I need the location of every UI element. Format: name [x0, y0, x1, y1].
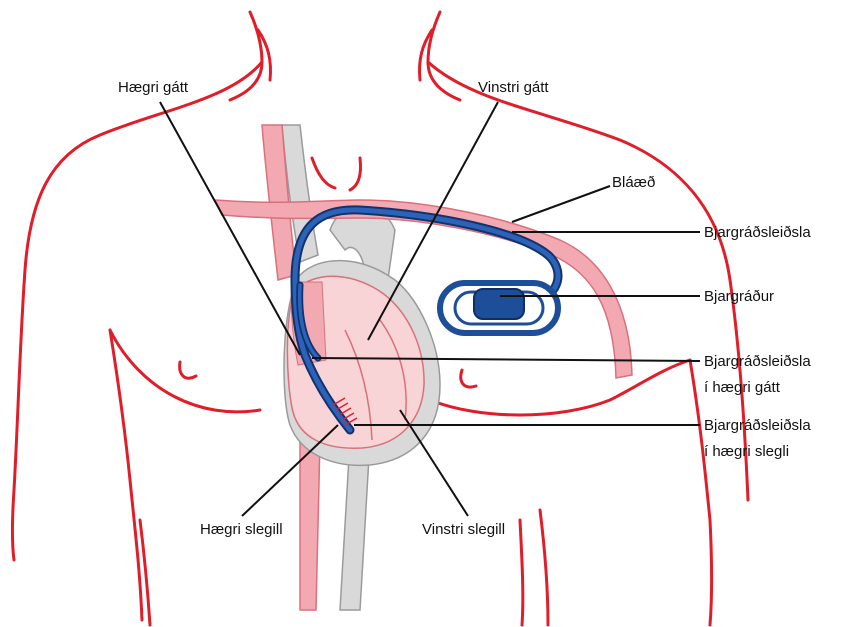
label-left-atrium: Vinstri gátt	[478, 79, 549, 96]
label-pacemaker: Bjargráður	[704, 288, 774, 305]
left-pectoral	[110, 330, 260, 412]
label-lead-ventricle-line2: í hægri slegli	[704, 443, 789, 460]
label-left-ventricle: Vinstri slegill	[422, 521, 505, 538]
label-pacemaker-lead: Bjargráðsleiðsla	[704, 224, 811, 241]
device-body	[474, 289, 524, 319]
label-right-atrium: Hægri gátt	[118, 79, 189, 96]
inferior-vena-cava	[300, 440, 320, 610]
label-right-ventricle: Hægri slegill	[200, 521, 283, 538]
label-vein: Bláæð	[612, 174, 655, 191]
leader-right-ventricle	[242, 425, 338, 516]
torso-right-lower2	[540, 510, 548, 625]
neck-right-line	[428, 12, 460, 100]
left-shoulder	[14, 62, 262, 490]
pacemaker-device	[440, 283, 558, 333]
torso-right-lower	[520, 520, 523, 625]
left-nipple	[180, 362, 196, 378]
left-arm-inner	[110, 330, 142, 620]
label-lead-atrium-line2: í hægri gátt	[704, 379, 781, 396]
label-lead-atrium-line1: Bjargráðsleiðsla	[704, 353, 811, 370]
right-arm-inner	[690, 360, 712, 625]
collar-right	[350, 158, 361, 190]
torso-left-lower	[13, 490, 15, 560]
label-lead-ventricle-line1: Bjargráðsleiðsla	[704, 417, 811, 434]
right-nipple	[461, 370, 476, 387]
collar-left	[312, 158, 335, 188]
leader-vein	[512, 186, 610, 222]
neck-left-line	[230, 12, 262, 100]
